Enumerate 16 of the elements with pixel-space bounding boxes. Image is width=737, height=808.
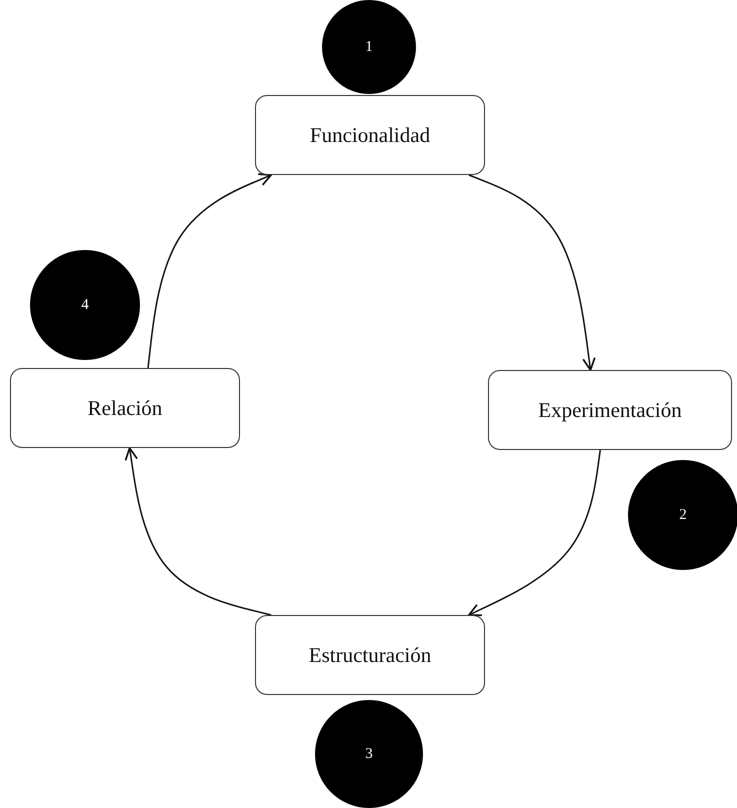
curved-arrow bbox=[468, 174, 596, 371]
step-number: 4 bbox=[81, 296, 89, 314]
curved-arrow bbox=[147, 173, 272, 368]
step-label: Experimentación bbox=[538, 398, 682, 422]
step-box bbox=[255, 615, 485, 695]
step-box bbox=[488, 370, 732, 450]
step-label: Estructuración bbox=[308, 642, 432, 668]
step-box bbox=[255, 95, 485, 175]
step-number: 2 bbox=[679, 506, 687, 524]
step-label: Funcionalidad bbox=[310, 122, 430, 148]
step-box bbox=[10, 368, 240, 448]
step-number: 3 bbox=[365, 746, 373, 762]
curved-arrow bbox=[468, 450, 601, 616]
step-label: Relación bbox=[88, 396, 162, 420]
step-number: 1 bbox=[365, 38, 373, 56]
curved-arrow bbox=[124, 447, 272, 616]
